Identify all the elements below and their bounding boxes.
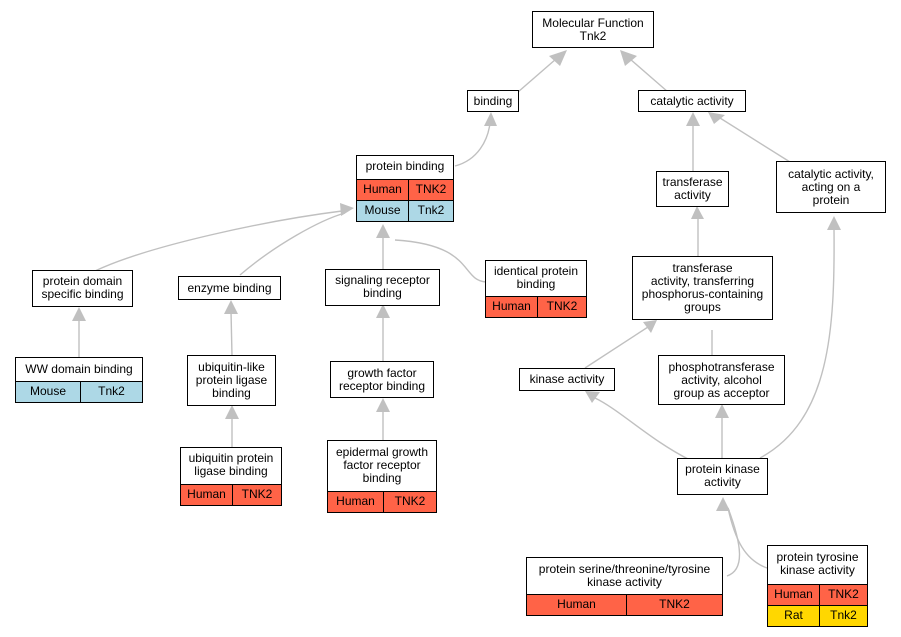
node-protein-binding[interactable]: protein binding Human TNK2 Mouse Tnk2 — [356, 155, 454, 222]
node-catalytic-activity[interactable]: catalytic activity — [638, 90, 746, 112]
edge-ubl-enzyme — [230, 310, 233, 357]
arrow-root-right — [620, 50, 637, 66]
node-egfr-binding[interactable]: epidermal growth factor receptor binding… — [327, 440, 437, 513]
arrow-catalytic-a — [686, 112, 700, 126]
node-label: transferase activity, transferring phosp… — [641, 261, 764, 314]
species-cell: Human — [768, 584, 819, 605]
edge-ptk-pk — [727, 507, 768, 569]
node-label: binding — [473, 94, 513, 108]
arrow-binding — [484, 112, 497, 126]
arrow-enzyme — [224, 300, 238, 314]
species-cell: Human — [328, 491, 383, 512]
node-growth-factor-receptor-binding[interactable]: growth factor receptor binding — [330, 361, 434, 398]
node-identical-protein-binding[interactable]: identical protein binding Human TNK2 — [485, 260, 587, 318]
species-cell: Human — [181, 484, 232, 505]
node-protein-tyrosine-kinase[interactable]: protein tyrosine kinase activity Human T… — [767, 545, 868, 627]
edge-pk-kinase — [594, 397, 691, 461]
gene-cell: TNK2 — [408, 179, 453, 200]
node-label: protein binding — [365, 159, 445, 173]
arrow-transp — [643, 320, 657, 333]
gene-cell: TNK2 — [537, 296, 586, 317]
node-label: signaling receptor binding — [335, 273, 430, 300]
node-label: catalytic activity — [650, 94, 734, 108]
node-label: protein kinase activity — [685, 462, 760, 489]
arrow-pb-1 — [340, 203, 354, 216]
arrow-pb-2 — [376, 224, 390, 238]
arrow-ubl — [225, 405, 239, 419]
node-label: catalytic activity, acting on a protein — [788, 167, 874, 207]
species-cell: Human — [357, 179, 408, 200]
edge-catalytic-root — [629, 58, 669, 93]
node-label: ubiquitin-like protein ligase binding — [195, 360, 268, 400]
node-ubiquitin-like-ligase-binding[interactable]: ubiquitin-like protein ligase binding — [187, 355, 276, 406]
node-label: transferase activity — [662, 175, 723, 202]
node-label: protein tyrosine kinase activity — [776, 550, 859, 577]
arrow-catprot — [827, 216, 841, 230]
node-ww-domain-binding[interactable]: WW domain binding Mouse Tnk2 — [15, 357, 143, 403]
node-phosphotransferase-alcohol[interactable]: phosphotransferase activity, alcohol gro… — [658, 355, 785, 405]
edge-enzyme-pb — [239, 212, 346, 276]
arrow-pk — [716, 497, 730, 511]
node-label: protein serine/threonine/tyrosine kinase… — [538, 562, 711, 589]
node-label: ubiquitin protein ligase binding — [188, 451, 274, 478]
gene-cell: TNK2 — [819, 584, 867, 605]
species-cell: Human — [486, 296, 537, 317]
edge-pdsb-pb — [94, 210, 343, 272]
node-protein-kinase-activity[interactable]: protein kinase activity — [677, 458, 768, 495]
species-cell: Mouse — [357, 200, 408, 221]
node-label: protein domain specific binding — [41, 274, 124, 301]
node-transferase-activity[interactable]: transferase activity — [656, 171, 729, 207]
gene-cell: Tnk2 — [408, 200, 453, 221]
node-catalytic-activity-on-protein[interactable]: catalytic activity, acting on a protein — [776, 161, 886, 213]
node-enzyme-binding[interactable]: enzyme binding — [178, 276, 281, 300]
node-molecular-function[interactable]: Molecular Function Tnk2 — [532, 11, 654, 48]
node-signaling-receptor-binding[interactable]: signaling receptor binding — [325, 269, 440, 306]
gene-cell: TNK2 — [232, 484, 281, 505]
arrow-pdsb — [72, 307, 86, 321]
edge-identical-pb — [394, 239, 487, 283]
gene-cell: Tnk2 — [819, 605, 867, 626]
arrow-transferase — [691, 206, 704, 219]
node-binding[interactable]: binding — [467, 90, 519, 112]
node-label: epidermal growth factor receptor binding — [335, 445, 429, 485]
node-label: phosphotransferase activity, alcohol gro… — [668, 360, 775, 400]
node-kinase-activity[interactable]: kinase activity — [519, 368, 615, 391]
node-label: identical protein binding — [493, 264, 579, 291]
edge-catprot-catalytic — [719, 117, 791, 163]
species-cell: Mouse — [16, 381, 80, 402]
species-cell: Rat — [768, 605, 819, 626]
edge-binding-root — [517, 58, 557, 93]
edge-pk-catprot — [759, 227, 835, 459]
node-label: enzyme binding — [187, 281, 272, 295]
node-ubiquitin-protein-ligase-binding[interactable]: ubiquitin protein ligase binding Human T… — [180, 447, 282, 506]
node-label: growth factor receptor binding — [338, 366, 426, 393]
gene-cell: Tnk2 — [80, 381, 142, 402]
arrow-catalytic-b — [708, 112, 725, 124]
arrow-srb — [376, 304, 390, 318]
species-cell: Human — [527, 594, 626, 615]
edge-kinase-transp — [584, 326, 649, 369]
arrow-root-left — [549, 50, 567, 66]
edge-psty-pk — [726, 507, 741, 577]
gene-cell: TNK2 — [383, 491, 436, 512]
node-protein-domain-specific-binding[interactable]: protein domain specific binding — [32, 270, 133, 307]
arrow-kinase — [585, 391, 600, 403]
arrow-phospho — [715, 404, 729, 418]
node-transferase-phosphorus[interactable]: transferase activity, transferring phosp… — [632, 256, 773, 320]
node-label: kinase activity — [529, 372, 605, 386]
gene-cell: TNK2 — [626, 594, 722, 615]
edge-pb-binding — [454, 122, 491, 167]
node-label: Molecular Function Tnk2 — [542, 16, 644, 43]
node-label: WW domain binding — [25, 362, 133, 376]
node-protein-ser-thr-tyr-kinase[interactable]: protein serine/threonine/tyrosine kinase… — [526, 557, 723, 616]
arrow-gfrb — [376, 398, 390, 412]
